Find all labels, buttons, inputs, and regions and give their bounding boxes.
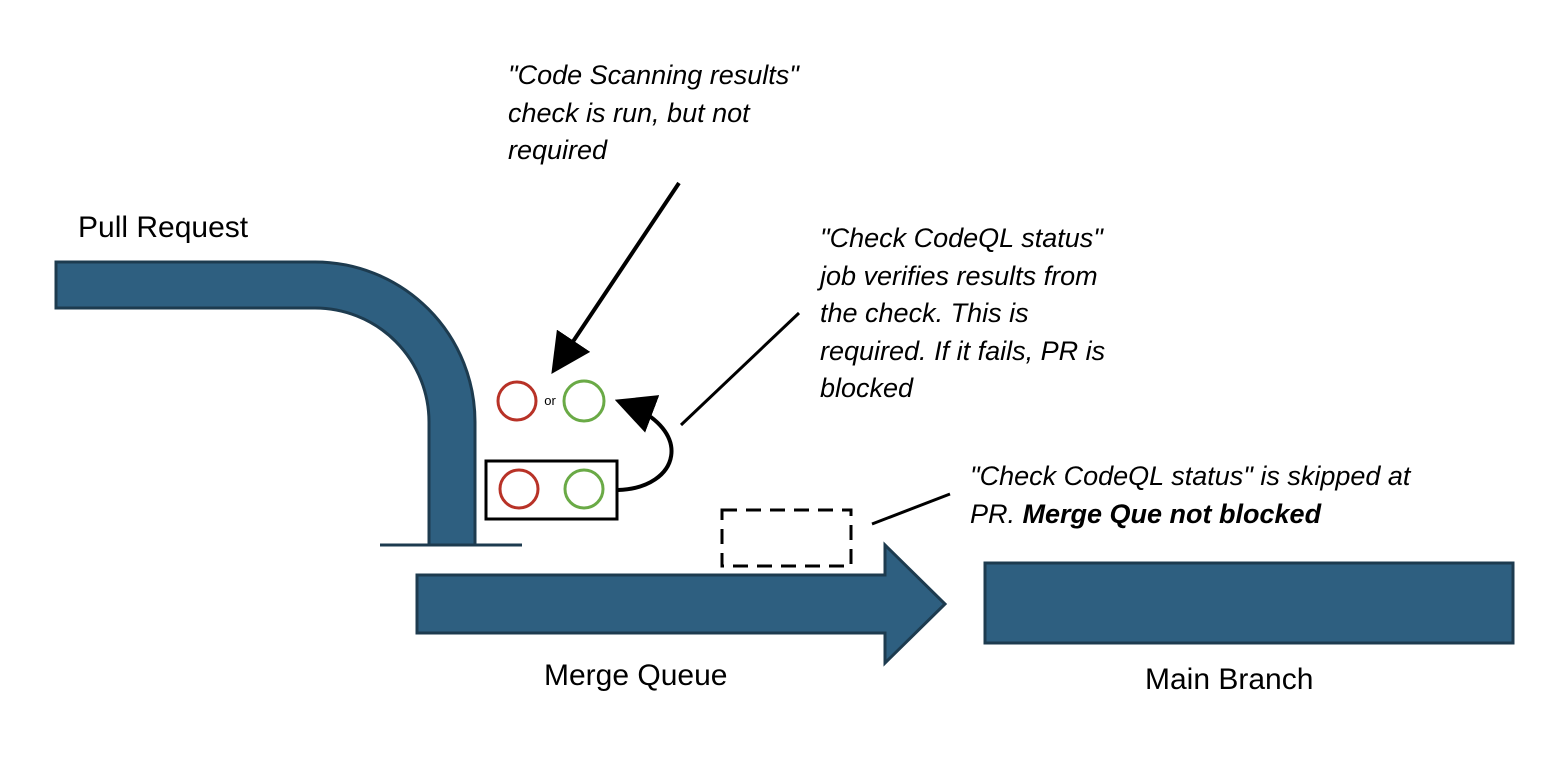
note-line: "Code Scanning results" xyxy=(508,60,799,90)
skipped-note-leader-line xyxy=(871,492,951,526)
code-scanning-note: "Code Scanning results" check is run, bu… xyxy=(508,57,799,170)
code-scanning-pointer-arrow xyxy=(551,181,681,374)
note-line: PR. Merge Que not blocked xyxy=(970,496,1410,534)
or-label: or xyxy=(544,393,556,408)
note-line: required xyxy=(508,135,608,165)
pass-circle-icon xyxy=(563,468,605,510)
check-status-leader-line xyxy=(679,311,801,427)
skipped-note-bold: Merge Que not blocked xyxy=(1022,498,1322,529)
fail-circle-icon xyxy=(496,380,538,422)
note-line: job verifies results from xyxy=(820,260,1098,291)
check-status-box xyxy=(484,459,619,521)
note-line: "Check CodeQL status" is skipped at xyxy=(970,461,1411,491)
fail-circle-icon xyxy=(498,468,540,510)
note-line: "Check CodeQL status" xyxy=(820,223,1103,253)
main-branch-label: Main Branch xyxy=(1145,663,1314,696)
skipped-note: "Check CodeQL status" is skipped at PR. … xyxy=(970,458,1410,533)
main-branch-bar xyxy=(983,561,1515,645)
pass-circle-icon xyxy=(562,379,606,423)
check-status-note: "Check CodeQL status" job verifies resul… xyxy=(820,220,1105,408)
note-line: blocked xyxy=(820,373,914,403)
note-line: the check. This is xyxy=(820,298,1029,328)
note-line: required. If it fails, PR is xyxy=(820,335,1106,366)
merge-queue-label: Merge Queue xyxy=(544,659,728,692)
check-flow-curved-arrow xyxy=(614,395,674,492)
skipped-check-box xyxy=(720,508,853,568)
merge-queue-arrow xyxy=(415,541,948,667)
pull-request-label: Pull Request xyxy=(78,211,249,244)
note-line: check is run, but not xyxy=(508,97,750,128)
skipped-note-plain: PR. xyxy=(970,498,1023,529)
pull-request-pipe xyxy=(54,260,477,547)
